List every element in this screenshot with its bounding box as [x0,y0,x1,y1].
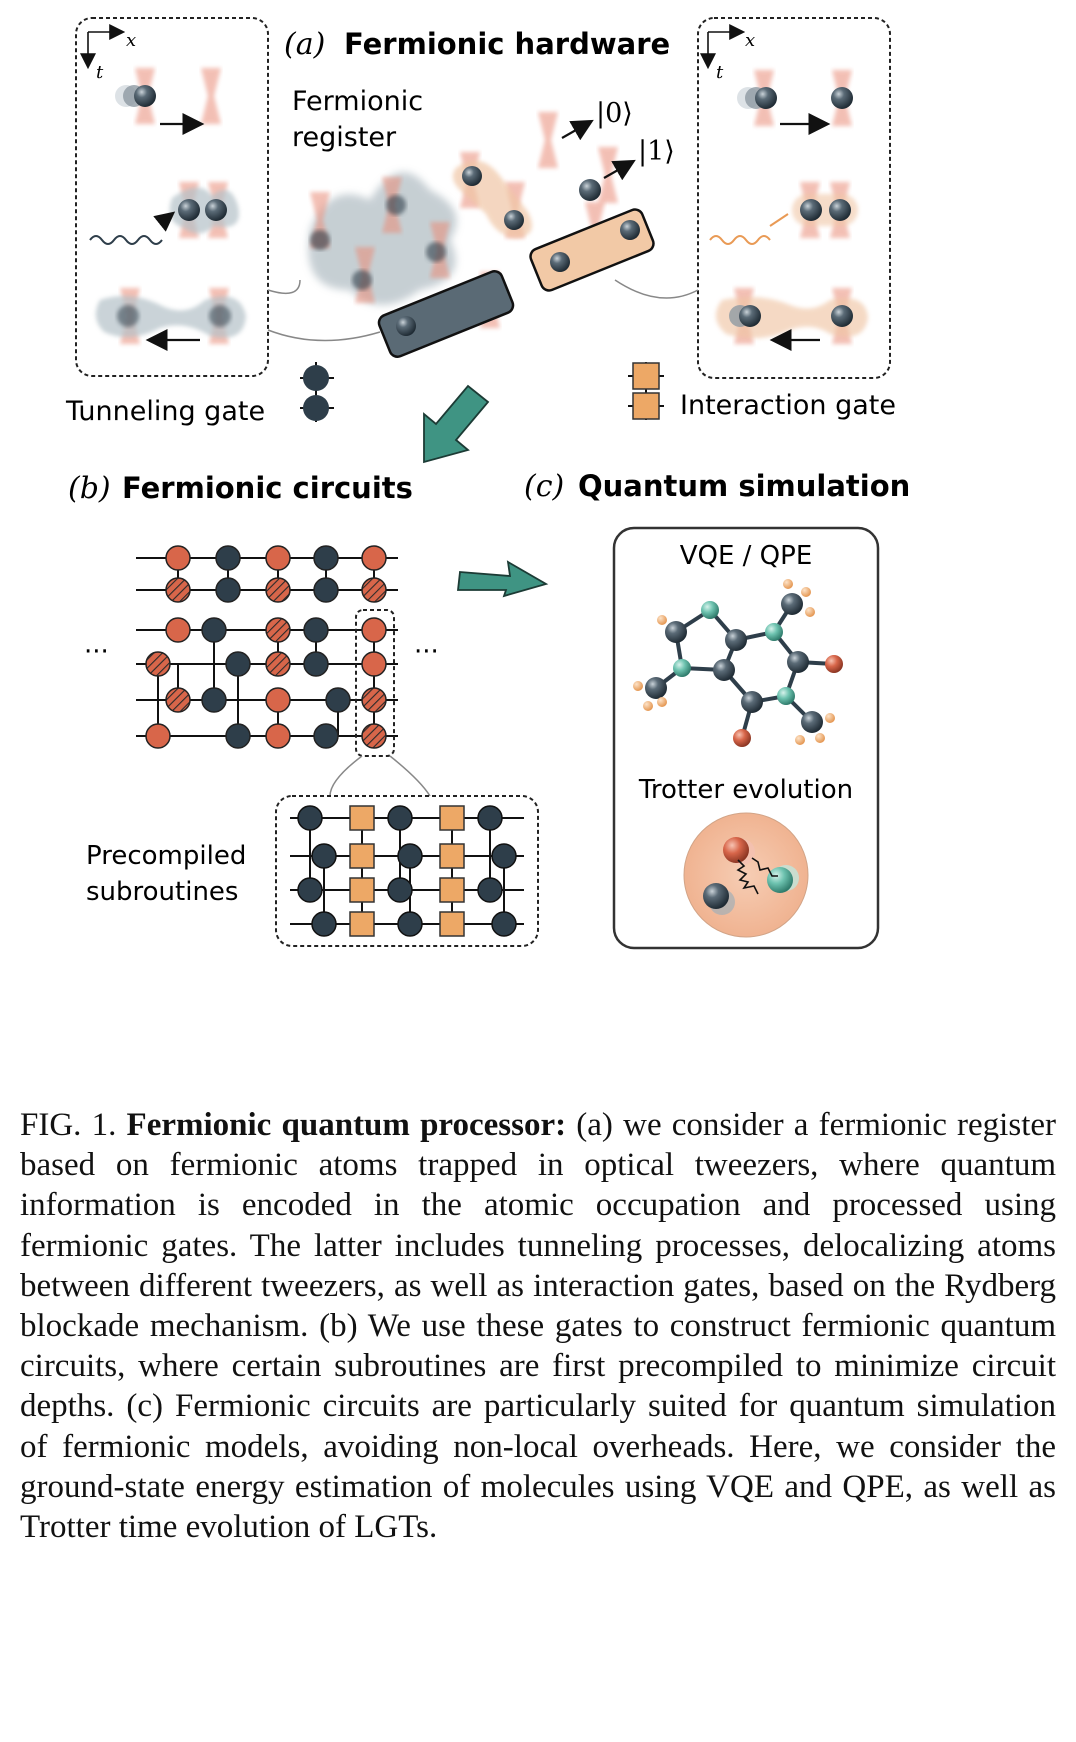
hatched-node [361,577,387,603]
axis-t-label: t [96,62,104,83]
tunneling-node [313,577,339,603]
trotter-label: Trotter evolution [638,775,853,805]
panel-b: (b) Fermionic circuits ··· ··· Precompil… [68,471,539,947]
caption-bold-title: Fermionic quantum processor: [126,1107,567,1143]
interaction-square [349,843,375,869]
tunneling-node [313,545,339,571]
hatched-node [165,577,191,603]
panel-c-title: Quantum simulation [578,469,910,503]
interaction-square [439,877,465,903]
figure-1: (a) Fermionic hardware x t [65,17,910,950]
caption-text: (a) we consider a fermionic register bas… [20,1107,1056,1546]
orange-node [361,617,387,643]
register-label-2: register [292,122,397,153]
tunneling-node [201,617,227,643]
vqe-qpe-label: VQE / QPE [680,541,813,571]
figure-caption: FIG. 1. Fermionic quantum processor: (a)… [20,1105,1056,1547]
interaction-square [349,805,375,831]
simulation-box [612,526,880,950]
ket-0: |0⟩ [596,98,633,129]
tunneling-node [297,805,323,831]
tunneling-gate-box [377,270,515,358]
tunneling-node [387,877,413,903]
register-label-1: Fermionic [292,86,423,117]
tunneling-node [313,723,339,749]
orange-node [265,687,291,713]
tunneling-node [225,651,251,677]
interaction-square [439,805,465,831]
axis-x-label-right: x [745,30,755,51]
tunneling-node [491,843,517,869]
orange-node [165,617,191,643]
tunneling-node [297,877,323,903]
hatched-node [165,687,191,713]
tunneling-node [491,911,517,937]
tunneling-node [311,911,337,937]
panel-a-title: Fermionic hardware [344,27,670,61]
orange-node [361,545,387,571]
interaction-gate-label: Interaction gate [680,390,896,421]
teal-arrow-right [456,560,549,598]
panel-b-label: (b) [68,471,111,506]
caption-fig-label: FIG. 1. [20,1107,117,1143]
tunneling-node [201,687,227,713]
interaction-inset: x t [697,17,891,379]
interaction-square [439,911,465,937]
tunneling-node [387,805,413,831]
orange-node [361,651,387,677]
panel-c-label: (c) [524,469,564,504]
interaction-square-icon [632,362,660,390]
panel-a-label: (a) [284,27,325,62]
orange-node [265,723,291,749]
orange-node [165,545,191,571]
tunneling-inset: x t [75,17,269,377]
interaction-square [349,877,375,903]
panel-a: (a) Fermionic hardware x t [65,17,896,464]
hatched-node [265,577,291,603]
tunneling-gate-legend: Tunneling gate [65,362,334,427]
precompiled-box [275,795,539,947]
orange-node [265,545,291,571]
tunneling-node [397,843,423,869]
teal-arrow-down [423,384,490,464]
interaction-gate-legend: Interaction gate [628,362,896,421]
panel-b-title: Fermionic circuits [122,471,413,505]
precompiled-label-1: Precompiled [86,841,246,871]
atom [134,85,156,107]
tunneling-node [225,723,251,749]
orange-node [145,723,171,749]
left-ellipsis: ··· [84,637,109,667]
tunneling-node-icon [303,365,329,391]
hatched-node [145,651,171,677]
precompiled-label-2: subroutines [86,877,238,907]
right-ellipsis: ··· [414,637,439,667]
axis-t-label-right: t [716,62,724,83]
tunneling-node [311,843,337,869]
tunneling-node [303,617,329,643]
tunneling-node [215,577,241,603]
tunneling-node [477,805,503,831]
interaction-square [439,843,465,869]
ket-1: |1⟩ [638,136,675,167]
tunneling-node [397,911,423,937]
hatched-node [265,651,291,677]
molecule [633,579,843,747]
interaction-square [349,911,375,937]
subroutine-highlight [355,609,395,757]
trotter-bubble [683,812,809,938]
axis-x-label: x [126,30,136,51]
tunneling-node [303,651,329,677]
tunneling-node [215,545,241,571]
hatched-node [361,723,387,749]
fermionic-circuit [136,545,398,749]
hatched-node [265,617,291,643]
tunneling-gate-label: Tunneling gate [65,396,265,427]
tunneling-node [477,877,503,903]
precompiled-circuit [290,805,524,937]
tunneling-node [325,687,351,713]
hatched-node [361,687,387,713]
panel-c: (c) Quantum simulation VQE / QPE [524,469,910,950]
fermionic-register: Fermionic register |0⟩ |1⟩ [267,86,699,358]
